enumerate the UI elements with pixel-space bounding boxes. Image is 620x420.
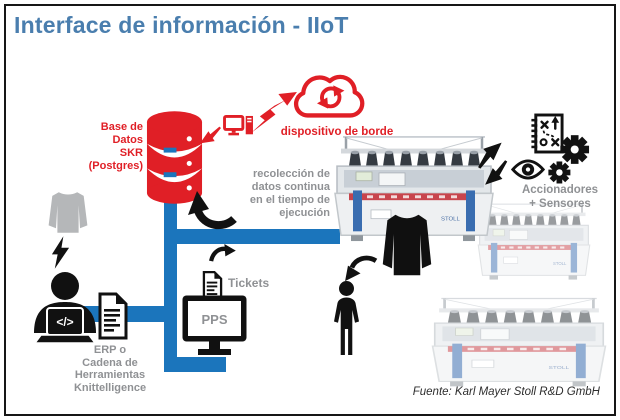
pps-label: PPS — [201, 312, 227, 327]
source-credit: Fuente: Karl Mayer Stoll R&D GmbH — [412, 386, 600, 398]
curved-arrow-to-worker-icon — [345, 255, 378, 282]
actuators-sensors-label: Accionadores + Sensores — [521, 184, 599, 210]
curved-arrow-tickets-icon — [209, 244, 236, 262]
knitting-machine-image-faded — [426, 296, 612, 388]
curved-arrow-up-icon — [188, 191, 237, 230]
pps-monitor-icon: PPS — [182, 295, 247, 355]
erp-chain-label: ERP o Cadena de Herramientas Knittellige… — [73, 344, 147, 394]
strategy-plan-icon — [531, 113, 564, 154]
cloud-sync-icon — [293, 74, 365, 118]
lightning-icon — [51, 236, 70, 269]
sweater-icon — [44, 190, 92, 235]
connector-to-pps — [164, 357, 226, 372]
data-collection-label: recolección de datos continua en el tiem… — [249, 168, 330, 219]
gears-icon — [548, 135, 590, 184]
tickets-document-icon — [202, 270, 223, 299]
eye-icon — [510, 159, 546, 180]
tickets-label: Tickets — [228, 276, 270, 290]
database-icon — [146, 111, 203, 204]
database-label: Base de Datos SKR (Postgres) — [88, 121, 143, 172]
developer-laptop-icon: </> — [33, 272, 97, 344]
connector-to-machine — [164, 229, 340, 244]
knitted-sweater-icon — [377, 212, 437, 278]
page-title: Interface de información - IIoT — [14, 12, 349, 38]
lightning-arrow-to-cloud-icon — [251, 92, 297, 133]
edge-device-label: dispositivo de borde — [280, 126, 394, 138]
code-glyph: </> — [56, 315, 73, 329]
worker-person-icon — [334, 281, 359, 355]
desktop-computer-icon — [223, 115, 253, 136]
erp-document-icon — [98, 292, 128, 340]
